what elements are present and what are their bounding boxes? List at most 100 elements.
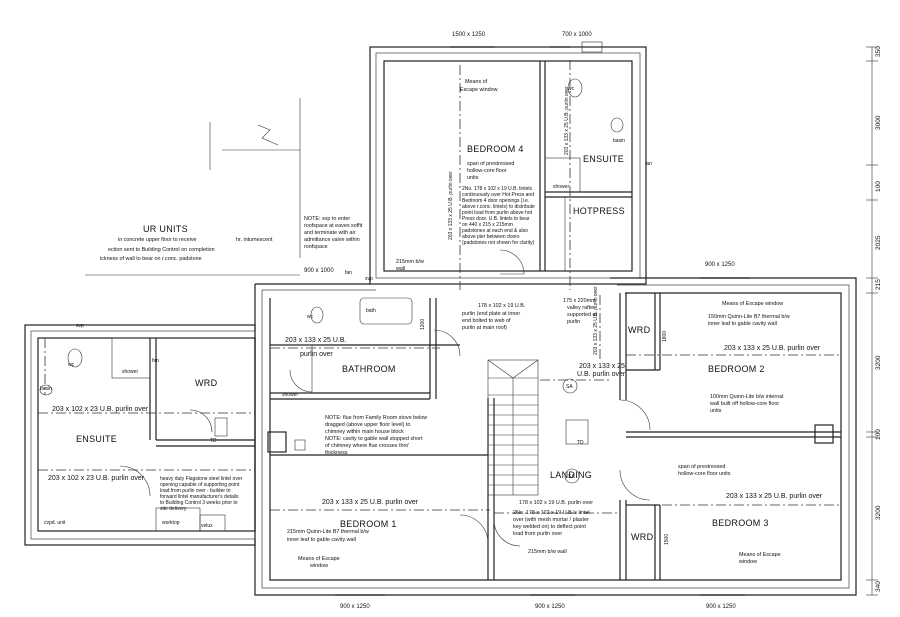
- outer-walls: [24, 46, 857, 596]
- note-units-l4: ickness of wall to bear on r.conc. padst…: [100, 256, 202, 262]
- room-label-bedroom4: BEDROOM 4: [467, 144, 524, 154]
- dim-window-900x1000: 900 x 1000: [304, 268, 334, 274]
- note-lintel-l1: 2No. 178 x 102 x 19 U.B. lintels: [462, 186, 533, 192]
- wc-label-bath: wc: [307, 314, 314, 320]
- note-span-b3-l2: hollow-core floor units: [678, 471, 731, 477]
- wc-label-ensuite: wc: [568, 86, 575, 92]
- note-precast-l1: span of prestressed: [467, 161, 514, 167]
- note-qlite-right-l1: 100mm Quinn-Lite b/w internal: [710, 394, 783, 400]
- side-dim-7: 100: [875, 429, 882, 440]
- note-units-l3: ection sent to Building Control on compl…: [108, 247, 215, 253]
- room-label-bedroom2: BEDROOM 2: [708, 364, 765, 374]
- beam-labels: 203 x 133 x 25 U.B. purlin over 203 x 13…: [48, 86, 823, 506]
- basin-label-ensuite: basin: [613, 138, 625, 144]
- dim-1800: 1800: [662, 331, 668, 342]
- note-rafter-l3: supported at: [567, 312, 597, 318]
- beam-bath-1: 203 x 133 x 25 U.B.: [285, 337, 347, 344]
- td-label-left: TD: [210, 438, 217, 444]
- note-rafter-l1: 175 x 220mm: [563, 298, 596, 304]
- note-qlite-b2-l2: inner leaf to gable cavity wall: [708, 321, 777, 327]
- note-precast-l2: hollow-core floor: [467, 168, 507, 174]
- note-units-l1: in concrete upper floor to receive: [118, 237, 197, 243]
- bath-label: bath: [366, 308, 376, 314]
- side-dim-8: 3200: [875, 505, 882, 520]
- note-wall215-l2: wall: [395, 266, 405, 272]
- note-qlite-b2-l1: 150mm Quinn-Lite B7 thermal b/w: [708, 314, 790, 320]
- internal-walls: [111, 61, 841, 580]
- fan-label-top: fan: [345, 270, 352, 276]
- note-units-l2: hr. intumescent: [236, 237, 273, 243]
- note-lintel-l3: Bedroom 4 door openings (i.e.: [462, 198, 529, 204]
- beam-landing-vertical: 203 x 133 x 25 U.B. purlin over: [593, 286, 599, 355]
- dimension-labels: 1500 x 1250 700 x 1000 900 x 1250 900 x …: [304, 32, 736, 610]
- sa-label-1: SA: [566, 384, 573, 390]
- svp-label-left: svp: [76, 323, 84, 329]
- dim-bottom-3: 900 x 1250: [706, 604, 736, 610]
- construction-notes: UR UNITS in concrete upper floor to rece…: [100, 79, 790, 569]
- note-svp-l2: roofspace at eaves soffit: [304, 223, 363, 229]
- note-escape-b4-l1: Means of: [465, 79, 488, 85]
- note-escape-b3-l1: Means of Escape: [739, 552, 781, 558]
- note-lintel2-l5: load from purlin over: [513, 531, 562, 537]
- dim-top-2: 700 x 1000: [562, 32, 592, 38]
- side-dim-9: 340: [875, 581, 882, 592]
- wc-label-left: wc: [68, 362, 75, 368]
- note-escape-b1-l1: Means of Escape: [298, 556, 340, 562]
- side-dim-1: 350: [875, 46, 882, 57]
- note-ub178-l2: purlin (end plate at inner: [462, 311, 520, 317]
- beam-ensuite-left-2: 203 x 102 x 23 U.B. purlin over: [48, 475, 145, 482]
- basin-label-left: basin: [40, 386, 52, 392]
- side-dimension-chain: 350 3000 100 2025 215 3200 100 3200 340: [866, 46, 882, 596]
- note-svp-l3: and terminate with air: [304, 230, 356, 236]
- dim-top-1: 1500 x 1250: [452, 32, 486, 38]
- cvpd-unit-label: cvpd. unit: [44, 520, 66, 526]
- dim-1200: 1200: [420, 319, 426, 330]
- fan-label-left: fan: [152, 358, 159, 364]
- dim-window-right: 900 x 1250: [705, 262, 735, 268]
- note-flue-l4: NOTE: cavity to gable wall stopped short: [325, 436, 423, 442]
- beam-b4-vertical: 203 x 133 x 25 U.B. purlin over: [448, 171, 454, 240]
- note-svp-l4: admittance valve within: [304, 237, 360, 243]
- note-escape-b3-l2: window: [738, 559, 757, 565]
- note-flue-l1: NOTE: flue from Family Room stove below: [325, 415, 427, 421]
- note-lintel-l10: (padstones not shown for clarity): [462, 240, 535, 246]
- room-label-ensuite-top: ENSUITE: [583, 154, 624, 164]
- note-qlite-right-l3: units: [710, 408, 722, 414]
- svp-label-top: svp: [365, 276, 373, 282]
- room-label-bedroom3: BEDROOM 3: [712, 518, 769, 528]
- note-flagstone-l2: opening capable of supporting point: [160, 482, 240, 488]
- room-label-wrd-bottom: WRD: [631, 532, 654, 542]
- note-lintel-l6: Press door. U.B. lintels to bear: [462, 216, 530, 222]
- dim-bottom-1: 900 x 1250: [340, 604, 370, 610]
- note-wall215-bottom: 215mm b/w wall: [528, 549, 567, 555]
- note-lintel-l4: above r.conc. lintels) to distribute: [462, 204, 535, 210]
- sa-label-2: SA: [568, 474, 575, 480]
- room-label-bathroom: BATHROOM: [342, 364, 396, 374]
- side-dim-6: 3200: [875, 355, 882, 370]
- note-flagstone-l4: forward lintel manufacturer's details: [160, 494, 239, 500]
- note-lintel-l2: continuously over Hot Press and: [462, 192, 534, 198]
- note-qlite-b1-l2: inner leaf to gable cavity wall: [287, 537, 356, 543]
- room-label-ensuite-left: ENSUITE: [76, 434, 117, 444]
- note-qlite-b1-l1: 215mm Quinn-Lite B7 thermal b/w: [287, 529, 369, 535]
- velux-label: velux: [201, 523, 213, 529]
- note-lintel2-l4: key welded on) to deflect point: [513, 524, 586, 530]
- shower-label-ensuite: shower: [553, 184, 569, 190]
- beam-landing-1: 203 x 133 x 25: [579, 363, 625, 370]
- note-lintel-l9: above pier between doors: [462, 234, 520, 240]
- note-flagstone-l1: heavy duty Flagstone steel lintel over: [160, 476, 243, 482]
- beam-ensuite-vertical: 203 x 133 x 25 U.B. purlin over: [564, 86, 570, 155]
- side-dim-5: 215: [875, 279, 882, 290]
- room-label-hotpress: HOTPRESS: [573, 206, 625, 216]
- note-flagstone-l6: site delivery: [160, 506, 187, 512]
- note-flagstone-l3: load from purlin over - builder to: [160, 488, 231, 494]
- room-label-wrd-right: WRD: [628, 325, 651, 335]
- note-lintel2-l1: 178 x 102 x 19 U.B. purlin over: [519, 500, 593, 506]
- note-lintel-l8: padstones at each end & also: [462, 228, 528, 234]
- note-ub178-l3: end bolted to web of: [462, 318, 511, 324]
- fan-label-ensuite: fan: [645, 161, 652, 167]
- note-lintel-l5: point load from purlin above hot: [462, 210, 533, 216]
- note-qlite-right-l2: wall built off hollow-core floor: [709, 401, 779, 407]
- beam-bed2: 203 x 133 x 25 U.B. purlin over: [724, 345, 821, 352]
- beam-bed1: 203 x 133 x 25 U.B. purlin over: [322, 499, 419, 506]
